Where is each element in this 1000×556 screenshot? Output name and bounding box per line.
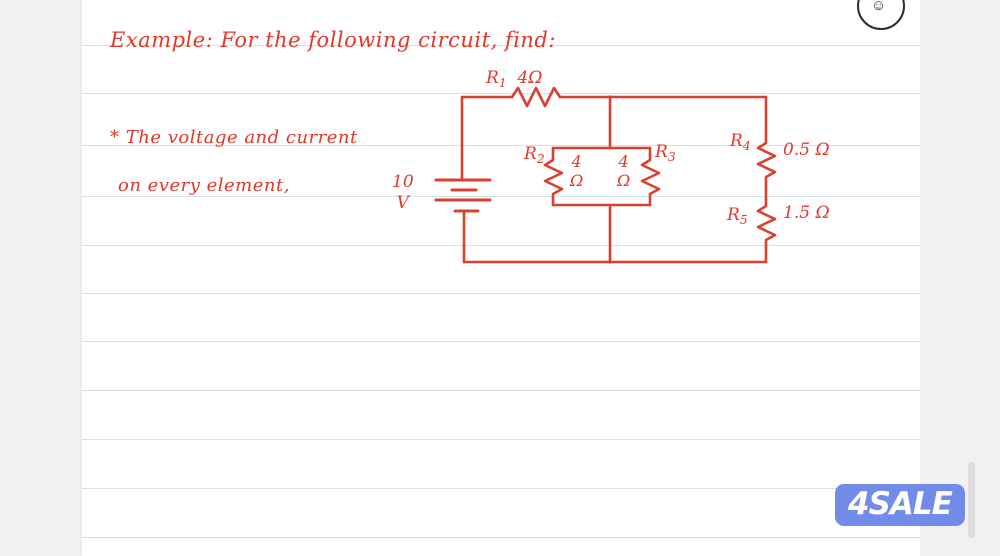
left-gutter (0, 0, 82, 556)
rule-line (82, 439, 920, 440)
page-title: Example: For the following circuit, find… (110, 28, 556, 52)
label-R3-name: R (655, 142, 668, 162)
label-R5: R5 (727, 205, 748, 227)
rule-line (82, 45, 920, 46)
rule-line (82, 488, 920, 489)
right-gutter (920, 0, 1000, 556)
vertical-scrollbar[interactable] (968, 462, 975, 538)
label-R4-name: R (730, 131, 743, 151)
label-R2-unit: Ω (570, 171, 584, 190)
label-R1-subscript: 1 (498, 75, 507, 90)
label-R2: R2 (524, 144, 545, 166)
label-R1: R1 4Ω (486, 68, 542, 90)
rule-line (82, 341, 920, 342)
rule-line (82, 93, 920, 94)
badge-glyph: ☺ (871, 0, 887, 14)
rule-line (82, 390, 920, 391)
label-R1-value: 4Ω (517, 68, 543, 88)
rule-line (82, 537, 920, 538)
label-source: 10 V (392, 172, 414, 214)
label-R5-subscript: 5 (739, 212, 748, 227)
label-R1-name: R (486, 68, 499, 88)
label-R4-value: 0.5 Ω (783, 140, 830, 160)
rule-line (82, 245, 920, 246)
label-R2-subscript: 2 (536, 151, 545, 166)
notebook-page (82, 0, 920, 556)
label-R2-value: 4 Ω (570, 152, 583, 190)
label-R4: R4 (730, 131, 751, 153)
question-bullet-line1: * The voltage and current (110, 127, 358, 148)
label-R3-subscript: 3 (667, 149, 676, 164)
rule-line (82, 196, 920, 197)
label-source-unit: V (396, 193, 409, 213)
label-R3-number: 4 (618, 152, 629, 171)
label-R5-name: R (727, 205, 740, 225)
rule-line (82, 293, 920, 294)
label-R5-value: 1.5 Ω (783, 203, 830, 223)
question-bullet-line2: on every element, (118, 175, 290, 196)
rule-line (82, 145, 920, 146)
label-R2-number: 4 (571, 152, 582, 171)
label-R4-subscript: 4 (742, 138, 751, 153)
label-source-value: 10 (392, 172, 414, 192)
label-R3-unit: Ω (617, 171, 631, 190)
label-R2-name: R (524, 144, 537, 164)
watermark-badge: 4SALE (835, 484, 965, 526)
label-R3-value: 4 Ω (617, 152, 630, 190)
label-R3: R3 (655, 142, 676, 164)
